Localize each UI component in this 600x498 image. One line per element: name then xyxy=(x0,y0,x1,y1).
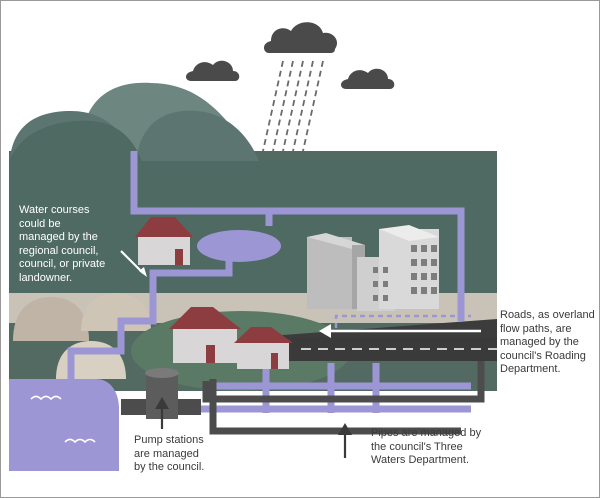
annotation-line: managed by the xyxy=(19,231,98,243)
arrow-icon xyxy=(120,250,144,274)
annotation-line: by the council. xyxy=(134,461,205,473)
annotation-line: regional council, xyxy=(19,244,99,257)
water-courses-annotation: Water courses could be managed by the re… xyxy=(19,204,105,285)
stream-down xyxy=(67,259,233,379)
hill-middle xyxy=(136,110,259,161)
annotation-arrows xyxy=(120,250,481,458)
wave-icon xyxy=(30,395,62,401)
annotation-line: landowner. xyxy=(19,271,73,284)
hill-far-left xyxy=(9,120,146,293)
building-right-top xyxy=(379,225,439,241)
house-2 xyxy=(169,307,241,363)
wave-icon xyxy=(64,438,96,444)
annotation-line: council's Roading xyxy=(500,349,586,362)
annotation-line: council, or private xyxy=(19,258,106,270)
cloud-icon xyxy=(186,60,240,81)
stream-from-hill xyxy=(130,151,273,226)
house-1 xyxy=(135,217,193,265)
stream-right xyxy=(269,207,465,321)
building-left xyxy=(307,237,352,309)
house-3 xyxy=(234,327,293,369)
tall-buildings xyxy=(307,225,439,311)
annotation-line: Pipes are managed by xyxy=(371,427,482,439)
annotation-line: Pump stations xyxy=(134,434,204,446)
annotation-line: Waters Department. xyxy=(371,454,470,466)
cloud-icon xyxy=(341,68,395,89)
building-right xyxy=(379,229,439,309)
pipe-dark-1 xyxy=(202,353,485,403)
annotation-line: Water courses xyxy=(19,204,90,216)
building-windows xyxy=(373,245,437,301)
water-course-network xyxy=(67,151,471,413)
dark-pipe-network xyxy=(202,353,485,435)
dome-1 xyxy=(13,297,89,341)
annotation-line: managed by the xyxy=(500,336,579,348)
rain-cloud-icon xyxy=(264,22,338,53)
road xyxy=(256,319,497,361)
annotation-line: Roads, as overland xyxy=(500,309,595,321)
arrow-icon xyxy=(338,423,352,435)
wave-icons xyxy=(30,395,96,444)
arrow-icon xyxy=(319,324,331,338)
clouds xyxy=(186,22,395,89)
annotation-line: Department. xyxy=(500,363,561,375)
annotation-line: flow paths, are xyxy=(500,322,572,335)
annotation-line: the council's Three xyxy=(371,440,463,453)
rain-streaks xyxy=(262,60,324,152)
arrow-icon xyxy=(155,397,169,409)
pump-stations-annotation: Pump stations are managed by the council… xyxy=(134,434,204,475)
roads-annotation: Roads, as overland flow paths, are manag… xyxy=(500,309,595,377)
pipes-annotation: Pipes are managed by the council's Three… xyxy=(371,427,481,468)
annotation-line: are managed xyxy=(134,447,199,460)
annotation-line: could be xyxy=(19,217,61,230)
building-left-top xyxy=(307,233,365,249)
pond xyxy=(197,230,281,262)
arrow-icon xyxy=(139,267,147,277)
water-body xyxy=(9,379,119,471)
pipe-dark-2 xyxy=(209,379,461,435)
